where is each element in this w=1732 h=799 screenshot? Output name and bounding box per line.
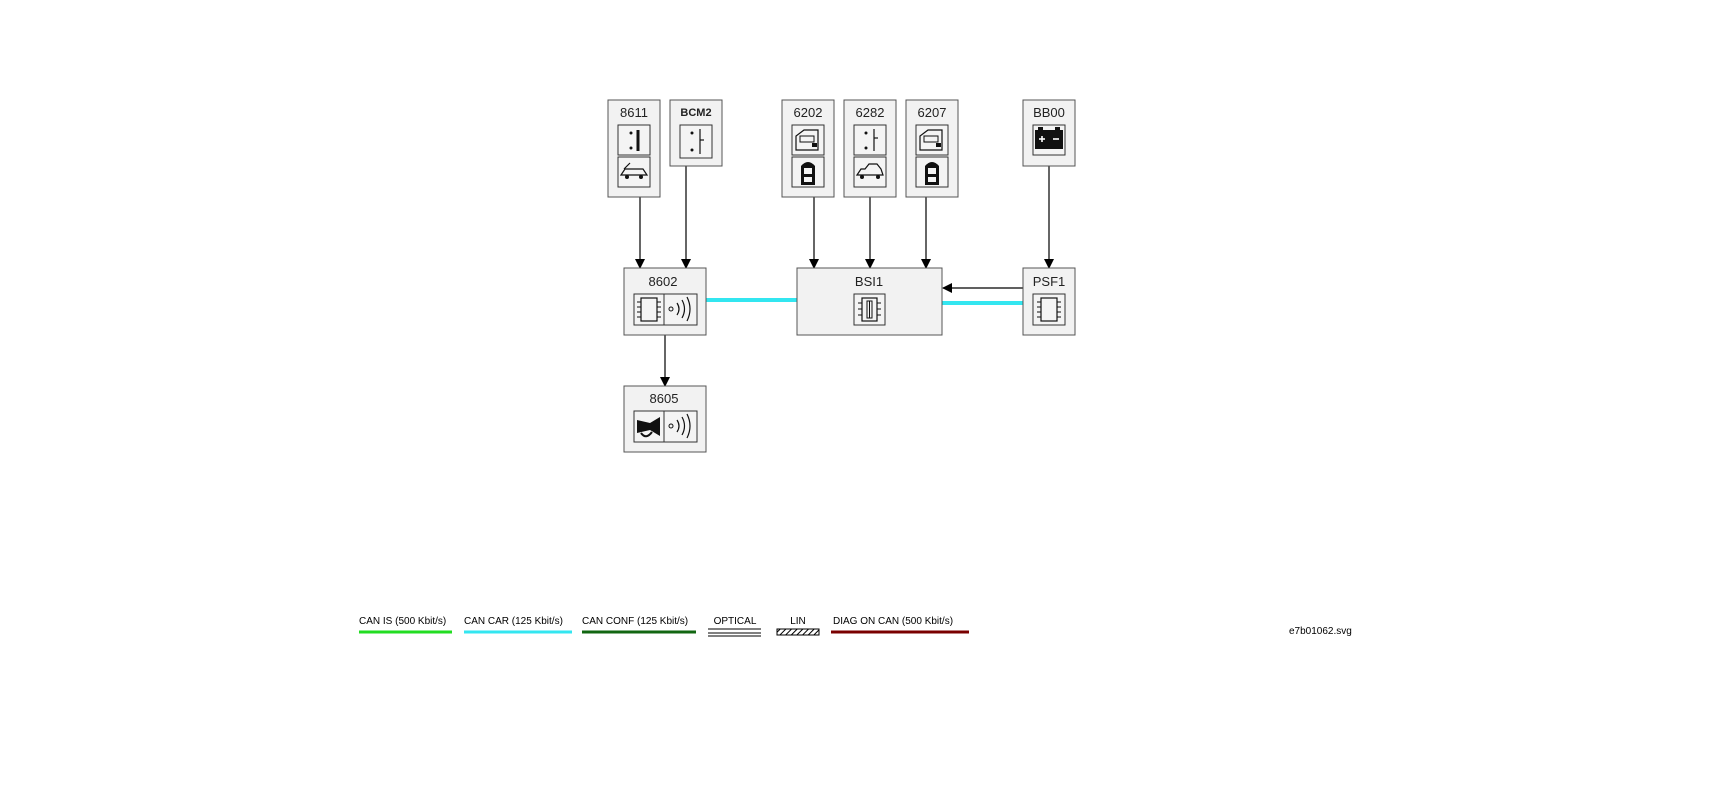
legend-lin: LIN bbox=[776, 616, 820, 636]
node-8605[interactable]: 8605 bbox=[623, 385, 707, 453]
node-6282-label: 6282 bbox=[856, 105, 885, 120]
legend-diag: DIAG ON CAN (500 Kbit/s) bbox=[831, 616, 969, 634]
legend-optical-label: OPTICAL bbox=[714, 616, 757, 627]
ecu-chip-icon bbox=[633, 293, 665, 326]
car-top-view-icon bbox=[791, 156, 825, 188]
wireless-sensor-icon bbox=[663, 410, 698, 443]
legend-can-car: CAN CAR (125 Kbit/s) bbox=[464, 616, 572, 634]
node-bsi1-label: BSI1 bbox=[855, 274, 883, 289]
node-6207-label: 6207 bbox=[918, 105, 947, 120]
node-psf1-label: PSF1 bbox=[1033, 274, 1066, 289]
node-bb00-label: BB00 bbox=[1033, 105, 1065, 120]
battery-icon bbox=[1032, 124, 1066, 156]
node-8602[interactable]: 8602 bbox=[623, 267, 707, 336]
node-8611-label: 8611 bbox=[620, 105, 648, 120]
ecu-fuse-icon bbox=[853, 293, 886, 326]
legend-can-conf-label: CAN CONF (125 Kbit/s) bbox=[582, 616, 688, 627]
legend-can-conf: CAN CONF (125 Kbit/s) bbox=[582, 616, 696, 634]
node-6202[interactable]: 6202 bbox=[781, 99, 835, 198]
legend-lin-label: LIN bbox=[790, 616, 806, 627]
legend: CAN IS (500 Kbit/s) CAN CAR (125 Kbit/s)… bbox=[359, 616, 969, 637]
ecu-chip-icon bbox=[1032, 293, 1066, 326]
car-trunk-icon bbox=[853, 156, 887, 188]
diagram-filename: e7b01062.svg bbox=[1289, 626, 1352, 637]
legend-can-is: CAN IS (500 Kbit/s) bbox=[359, 616, 452, 634]
node-6202-label: 6202 bbox=[794, 105, 823, 120]
legend-optical: OPTICAL bbox=[708, 616, 761, 637]
door-switch-icon bbox=[915, 124, 949, 156]
car-top-view-icon bbox=[915, 156, 949, 188]
node-psf1[interactable]: PSF1 bbox=[1022, 267, 1076, 336]
switch-icon bbox=[679, 124, 713, 159]
switch-icon bbox=[617, 124, 651, 156]
node-bsi1[interactable]: BSI1 bbox=[796, 267, 943, 336]
node-6207[interactable]: 6207 bbox=[905, 99, 959, 198]
door-switch-icon bbox=[791, 124, 825, 156]
node-8602-label: 8602 bbox=[649, 274, 678, 289]
car-hood-open-icon bbox=[617, 156, 651, 188]
node-8611[interactable]: 8611 bbox=[607, 99, 661, 198]
node-bcm2-label: BCM2 bbox=[680, 107, 711, 119]
legend-can-car-label: CAN CAR (125 Kbit/s) bbox=[464, 616, 563, 627]
node-bcm2[interactable]: BCM2 bbox=[669, 99, 723, 167]
legend-diag-label: DIAG ON CAN (500 Kbit/s) bbox=[833, 616, 953, 627]
switch-icon bbox=[853, 124, 887, 156]
node-8605-label: 8605 bbox=[650, 391, 679, 406]
node-6282[interactable]: 6282 bbox=[843, 99, 897, 198]
horn-icon bbox=[633, 410, 665, 443]
legend-can-is-label: CAN IS (500 Kbit/s) bbox=[359, 616, 446, 627]
wireless-sensor-icon bbox=[663, 293, 698, 326]
node-bb00[interactable]: BB00 bbox=[1022, 99, 1076, 167]
